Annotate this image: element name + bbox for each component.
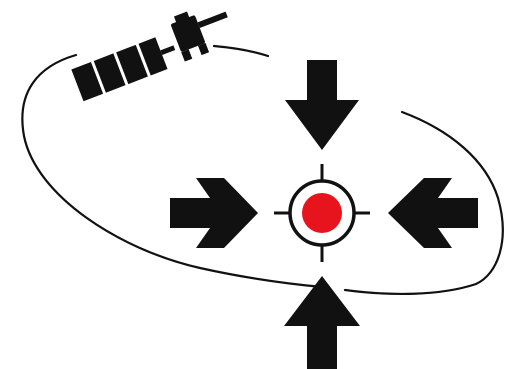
satellite-leg bbox=[181, 49, 193, 62]
arrow-up-icon bbox=[284, 276, 360, 369]
orbit-arc-right bbox=[343, 110, 504, 296]
satellite-icon bbox=[71, 11, 228, 102]
crosshair-target-icon bbox=[274, 164, 370, 262]
orbit-path bbox=[21, 44, 504, 296]
satellite-body bbox=[171, 11, 228, 62]
orbit-arc-left bbox=[21, 53, 324, 289]
antenna-boom bbox=[197, 11, 228, 28]
arrow-down-icon bbox=[285, 60, 359, 150]
solar-panel-array bbox=[71, 37, 176, 102]
solar-panel bbox=[138, 37, 168, 76]
orbit-arc-top bbox=[212, 44, 270, 58]
solar-panel bbox=[93, 53, 126, 93]
arrow-right-icon bbox=[170, 178, 258, 248]
target-dot bbox=[302, 193, 342, 233]
solar-panel bbox=[116, 44, 148, 85]
satellite-bus bbox=[171, 15, 205, 52]
solar-panel bbox=[71, 62, 104, 102]
panel-boom bbox=[160, 45, 176, 56]
satellite-top bbox=[173, 11, 190, 23]
satellite-leg bbox=[198, 42, 210, 56]
arrow-left-icon bbox=[388, 178, 478, 248]
